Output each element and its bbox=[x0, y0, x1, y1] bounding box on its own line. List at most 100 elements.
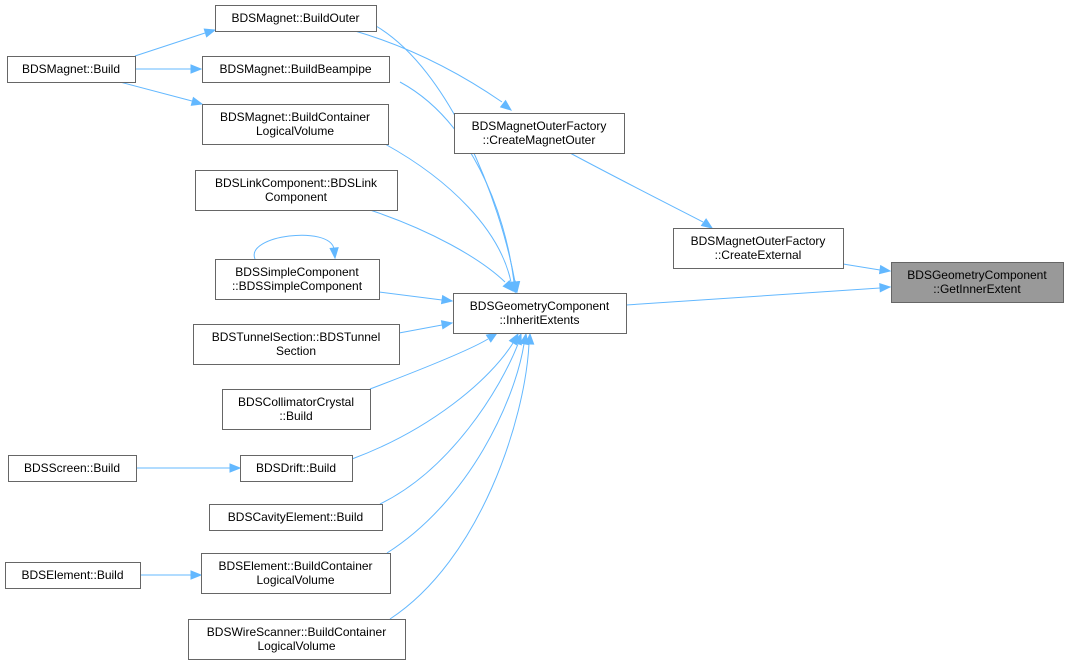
node-drift_build[interactable]: BDSDrift::Build bbox=[240, 455, 353, 482]
node-link_component[interactable]: BDSLinkComponent::BDSLinkComponent bbox=[195, 170, 398, 211]
node-box bbox=[188, 619, 406, 660]
arrowhead-screen_build-to-drift_build bbox=[229, 463, 242, 473]
node-label: BDSMagnetOuterFactory bbox=[691, 234, 826, 248]
edge-element_container_lv-to-inherit_extents bbox=[386, 343, 525, 554]
edge-link_component-to-inherit_extents bbox=[369, 209, 506, 283]
node-get_inner_extent[interactable]: BDSGeometryComponent::GetInnerExtent bbox=[891, 262, 1064, 303]
node-label: BDSScreen::Build bbox=[24, 461, 120, 475]
node-tunnel_section[interactable]: BDSTunnelSection::BDSTunnelSection bbox=[193, 324, 400, 365]
node-box bbox=[891, 262, 1064, 303]
node-label: LogicalVolume bbox=[256, 124, 334, 138]
node-label: BDSWireScanner::BuildContainer bbox=[207, 625, 386, 639]
arrowhead-cavity_build-to-inherit_extents bbox=[512, 332, 522, 346]
edge-build_container_lv-to-inherit_extents bbox=[384, 143, 512, 283]
edge-magnet_build-to-build_outer bbox=[134, 32, 206, 57]
node-label: BDSMagnet::BuildContainer bbox=[220, 110, 370, 124]
node-label: BDSSimpleComponent bbox=[235, 265, 359, 279]
node-label: BDSElement::BuildContainer bbox=[218, 559, 372, 573]
node-box bbox=[195, 170, 398, 211]
node-label: ::GetInnerExtent bbox=[933, 282, 1021, 296]
edge-simple_component-to-simple_component bbox=[253, 234, 335, 260]
node-wirescanner_container_lv[interactable]: BDSWireScanner::BuildContainerLogicalVol… bbox=[188, 619, 406, 660]
node-label: Section bbox=[276, 344, 316, 358]
arrowhead-create_external-to-get_inner_extent bbox=[878, 264, 892, 275]
node-label: ::CreateExternal bbox=[715, 248, 802, 262]
arrowhead-simple_component-to-simple_component bbox=[329, 247, 339, 260]
node-inherit_extents[interactable]: BDSGeometryComponent::InheritExtents bbox=[453, 293, 627, 334]
edge-cavity_build-to-inherit_extents bbox=[379, 343, 519, 505]
node-label: LogicalVolume bbox=[257, 639, 335, 653]
node-label: ::InheritExtents bbox=[499, 313, 579, 327]
node-box bbox=[454, 113, 625, 154]
edge-build_outer-to-create_magnet_outer bbox=[354, 30, 503, 103]
node-create_magnet_outer[interactable]: BDSMagnetOuterFactory::CreateMagnetOuter bbox=[454, 113, 625, 154]
edge-build_beampipe-to-inherit_extents bbox=[399, 81, 515, 283]
node-label: BDSGeometryComponent bbox=[470, 299, 610, 313]
node-label: BDSDrift::Build bbox=[256, 461, 336, 475]
node-label: ::Build bbox=[279, 409, 312, 423]
node-create_external[interactable]: BDSMagnetOuterFactory::CreateExternal bbox=[673, 228, 844, 269]
node-collimator_crystal[interactable]: BDSCollimatorCrystal::Build bbox=[222, 389, 371, 430]
node-element_build[interactable]: BDSElement::Build bbox=[5, 562, 141, 589]
edge-tunnel_section-to-inherit_extents bbox=[398, 324, 443, 334]
node-label: BDSMagnet::BuildBeampipe bbox=[219, 62, 371, 76]
node-box bbox=[8, 455, 137, 482]
arrowhead-wirescanner_container_lv-to-inherit_extents bbox=[524, 332, 535, 345]
node-box bbox=[673, 228, 844, 269]
arrowhead-collimator_crystal-to-inherit_extents bbox=[485, 332, 499, 343]
node-box bbox=[202, 56, 390, 83]
node-build_beampipe[interactable]: BDSMagnet::BuildBeampipe bbox=[202, 56, 390, 83]
node-box bbox=[215, 5, 377, 32]
nodes-layer: BDSGeometryComponent::GetInnerExtent BDSM… bbox=[5, 5, 1064, 660]
node-box bbox=[202, 104, 389, 145]
arrowhead-build_outer-to-create_magnet_outer bbox=[499, 99, 513, 111]
edge-create_external-to-get_inner_extent bbox=[842, 263, 881, 271]
node-label: BDSMagnet::BuildOuter bbox=[231, 11, 359, 25]
arrowhead-simple_component-to-inherit_extents bbox=[440, 294, 454, 305]
node-screen_build[interactable]: BDSScreen::Build bbox=[8, 455, 137, 482]
arrowhead-link_component-to-inherit_extents bbox=[502, 280, 514, 293]
node-label: BDSCavityElement::Build bbox=[228, 510, 363, 524]
node-build_outer[interactable]: BDSMagnet::BuildOuter bbox=[215, 5, 377, 32]
node-box bbox=[7, 56, 136, 83]
node-box bbox=[215, 259, 380, 300]
arrowhead-inherit_extents-to-get_inner_extent bbox=[879, 283, 892, 293]
node-label: BDSMagnet::Build bbox=[22, 62, 120, 76]
node-box bbox=[453, 293, 627, 334]
arrowhead-tunnel_section-to-inherit_extents bbox=[440, 320, 454, 330]
edge-simple_component-to-inherit_extents bbox=[378, 291, 443, 301]
node-simple_component[interactable]: BDSSimpleComponent::BDSSimpleComponent bbox=[215, 259, 380, 300]
arrowhead-magnet_build-to-build_beampipe bbox=[190, 64, 203, 74]
node-box bbox=[193, 324, 400, 365]
node-label: BDSElement::Build bbox=[21, 568, 123, 582]
edge-wirescanner_container_lv-to-inherit_extents bbox=[389, 343, 530, 620]
node-label: ::CreateMagnetOuter bbox=[483, 133, 596, 147]
node-label: BDSLinkComponent::BDSLink bbox=[215, 176, 378, 190]
node-box bbox=[222, 389, 371, 430]
node-label: Component bbox=[265, 190, 328, 204]
edge-drift_build-to-inherit_extents bbox=[351, 342, 514, 460]
node-label: BDSMagnetOuterFactory bbox=[472, 119, 607, 133]
node-label: BDSTunnelSection::BDSTunnel bbox=[212, 330, 381, 344]
arrowhead-magnet_build-to-build_container_lv bbox=[190, 96, 204, 106]
edge-inherit_extents-to-get_inner_extent bbox=[625, 287, 881, 306]
node-box bbox=[201, 553, 391, 594]
edge-collimator_crystal-to-inherit_extents bbox=[369, 338, 489, 390]
node-box bbox=[209, 504, 383, 531]
node-label: BDSCollimatorCrystal bbox=[238, 395, 354, 409]
node-cavity_build[interactable]: BDSCavityElement::Build bbox=[209, 504, 383, 531]
node-magnet_build[interactable]: BDSMagnet::Build bbox=[7, 56, 136, 83]
arrowhead-magnet_build-to-build_outer bbox=[203, 28, 217, 38]
node-label: ::BDSSimpleComponent bbox=[232, 279, 363, 293]
arrowhead-element_build-to-element_container_lv bbox=[190, 570, 203, 580]
node-label: LogicalVolume bbox=[256, 573, 334, 587]
node-label: BDSGeometryComponent bbox=[907, 268, 1047, 282]
node-box bbox=[240, 455, 353, 482]
edge-create_magnet_outer-to-create_external bbox=[569, 152, 704, 223]
node-box bbox=[5, 562, 141, 589]
arrowhead-create_magnet_outer-to-create_external bbox=[700, 218, 714, 229]
edge-magnet_build-to-build_container_lv bbox=[119, 81, 193, 102]
